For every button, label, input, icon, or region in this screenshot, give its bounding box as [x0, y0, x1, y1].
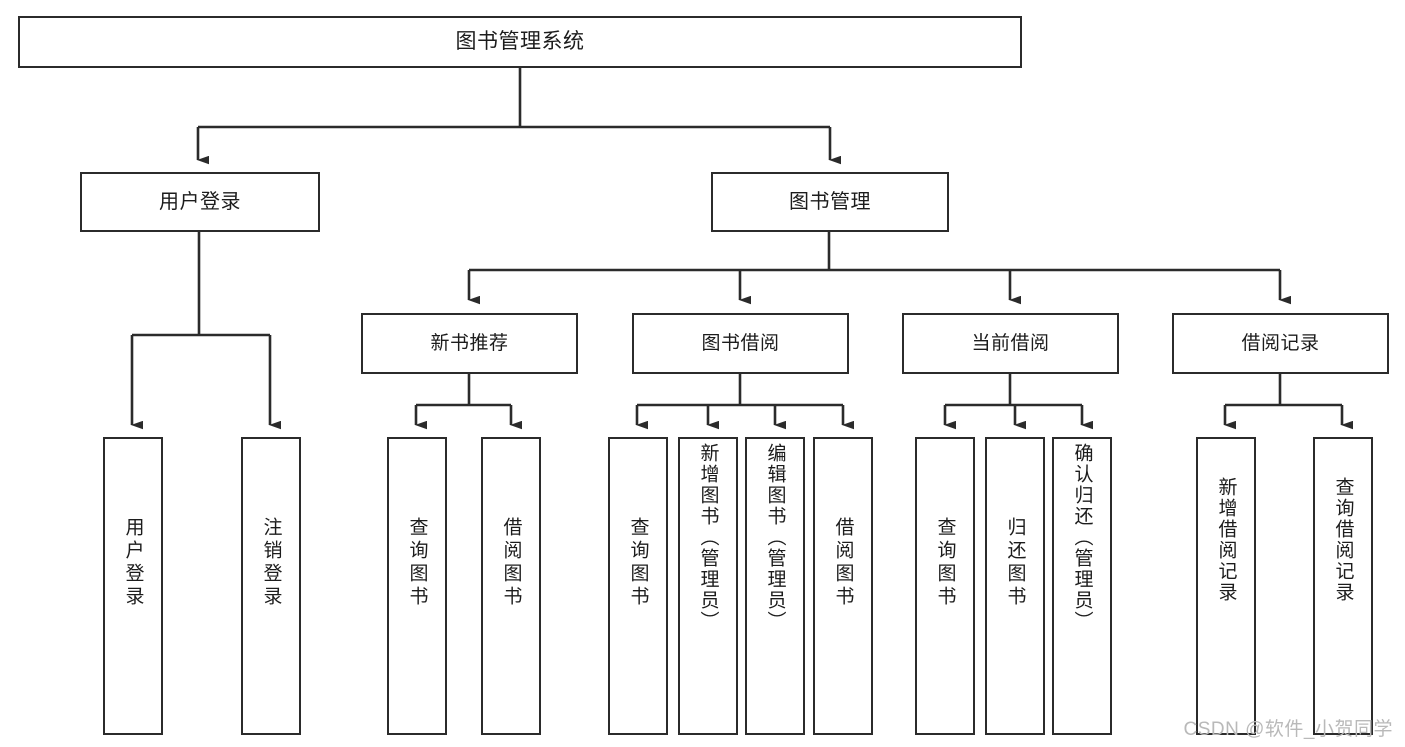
leaf-user-login[interactable]: 用户登录 — [103, 437, 163, 735]
node-label: 借阅图书 — [500, 517, 522, 609]
node-current-borrow[interactable]: 当前借阅 — [902, 313, 1119, 374]
node-book-manage[interactable]: 图书管理 — [711, 172, 949, 232]
node-label: 归还图书 — [1004, 517, 1026, 609]
node-user-login[interactable]: 用户登录 — [80, 172, 320, 232]
node-label: 当前借阅 — [971, 332, 1050, 354]
leaf-query-book-recommend[interactable]: 查询图书 — [387, 437, 447, 735]
node-label: 查询借阅记录 — [1332, 477, 1354, 603]
node-label: 借阅记录 — [1241, 332, 1320, 354]
node-borrow-record[interactable]: 借阅记录 — [1172, 313, 1389, 374]
leaf-return-book[interactable]: 归还图书 — [985, 437, 1045, 735]
node-label: 图书管理 — [789, 190, 871, 213]
node-label: 新书推荐 — [430, 332, 509, 354]
node-label: 查询图书 — [934, 517, 956, 609]
node-label: 用户登录 — [159, 190, 241, 213]
node-label: 图书管理系统 — [455, 29, 585, 53]
leaf-query-book-current[interactable]: 查询图书 — [915, 437, 975, 735]
node-label: 新增借阅记录 — [1215, 477, 1237, 603]
leaf-query-book-borrow[interactable]: 查询图书 — [608, 437, 668, 735]
leaf-borrow-book-recommend[interactable]: 借阅图书 — [481, 437, 541, 735]
leaf-logout-login[interactable]: 注销登录 — [241, 437, 301, 735]
leaf-confirm-return-admin[interactable]: 确认归还（管理员） — [1052, 437, 1112, 735]
node-label: 查询图书 — [406, 517, 428, 609]
node-label: 注销登录 — [260, 517, 282, 609]
leaf-query-borrow-record[interactable]: 查询借阅记录 — [1313, 437, 1373, 735]
node-label: 用户登录 — [122, 517, 144, 609]
node-label: 查询图书 — [627, 517, 649, 609]
leaf-add-borrow-record[interactable]: 新增借阅记录 — [1196, 437, 1256, 735]
watermark-text: CSDN @软件_小贺同学 — [1183, 719, 1393, 740]
node-label: 确认归还（管理员） — [1071, 443, 1093, 632]
node-label: 借阅图书 — [832, 517, 854, 609]
node-label: 编辑图书（管理员） — [764, 443, 786, 632]
node-label: 图书借阅 — [701, 332, 780, 354]
leaf-borrow-book[interactable]: 借阅图书 — [813, 437, 873, 735]
leaf-edit-book-admin[interactable]: 编辑图书（管理员） — [745, 437, 805, 735]
node-new-book-recommend[interactable]: 新书推荐 — [361, 313, 578, 374]
node-root-system[interactable]: 图书管理系统 — [18, 16, 1022, 68]
node-label: 新增图书（管理员） — [697, 443, 719, 632]
leaf-add-book-admin[interactable]: 新增图书（管理员） — [678, 437, 738, 735]
node-book-borrow[interactable]: 图书借阅 — [632, 313, 849, 374]
